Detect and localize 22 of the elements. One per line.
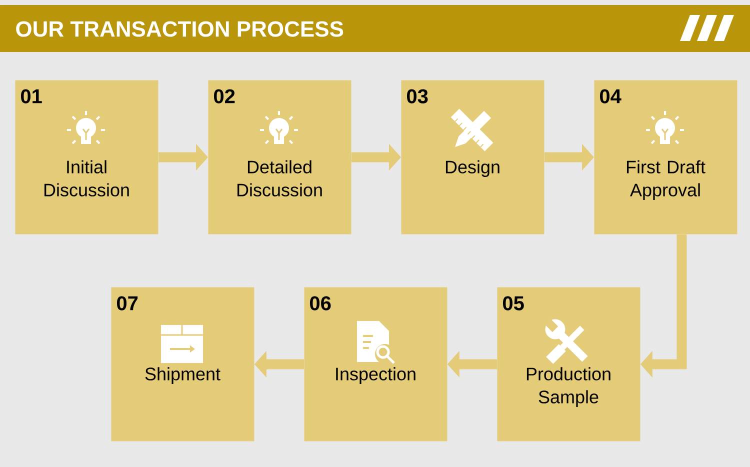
step-box: 06 Inspection [304,287,448,442]
node-label: 01 [21,89,42,104]
node-label: Design [446,160,500,177]
step-box: 05 Production Sample [497,287,640,442]
step-box: 02 Detailed Discussion [208,80,352,234]
node-label: 05 [503,296,524,310]
node-label: Shipment [145,367,220,384]
node-label: 02 [214,89,235,104]
step-box: 03 Design [401,80,544,234]
node-label: 07 [117,296,138,310]
step-box: 04 First Draft Approval [594,80,738,234]
node-label: Initial Discussion [44,160,129,196]
node-label: Inspection [336,367,416,384]
node-label: 04 [600,89,622,104]
node-label: 06 [310,296,331,310]
node-label: Production Sample [526,367,610,407]
node-label: Detailed Discussion [237,160,322,196]
node-label: First Draft Approval [626,160,706,200]
step-box: 01 Initial Discussion [15,80,158,234]
title: OUR TRANSACTION PROCESS [16,21,344,37]
step-box: 07 Shipment [111,287,254,442]
node-label: 03 [407,89,428,104]
